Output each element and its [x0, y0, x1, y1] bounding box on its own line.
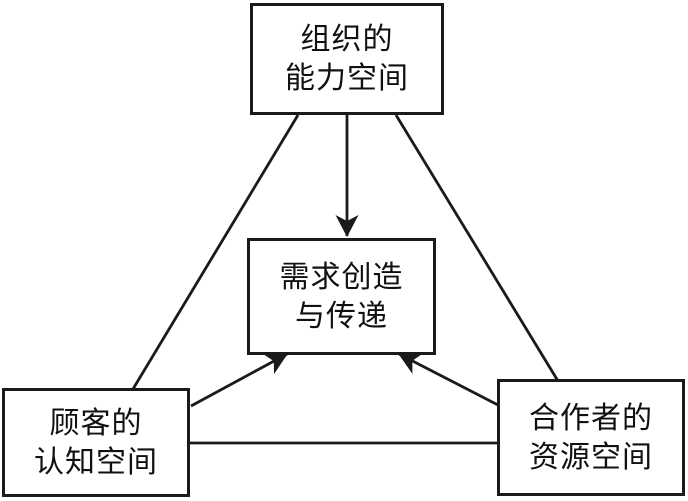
- node-organization-capability-space-label: 组织的 能力空间: [285, 22, 409, 96]
- node-customer-cognitive-space-label: 顾客的 认知空间: [34, 405, 158, 480]
- edge-bottom-right-to-center-arrow: [398, 352, 499, 407]
- node-organization-capability-space: 组织的 能力空间: [250, 3, 444, 115]
- edge-top-to-bottom-right-line: [394, 114, 560, 382]
- node-customer-cognitive-space: 顾客的 认知空间: [2, 388, 190, 497]
- edge-top-to-bottom-left-line: [131, 114, 300, 390]
- edge-bottom-left-to-center-arrow: [190, 352, 288, 408]
- node-demand-creation-delivery-label: 需求创造 与传递: [279, 259, 404, 334]
- node-partner-resource-space-label: 合作者的 资源空间: [529, 400, 653, 475]
- node-partner-resource-space: 合作者的 资源空间: [497, 379, 685, 496]
- node-demand-creation-delivery: 需求创造 与传递: [247, 238, 436, 355]
